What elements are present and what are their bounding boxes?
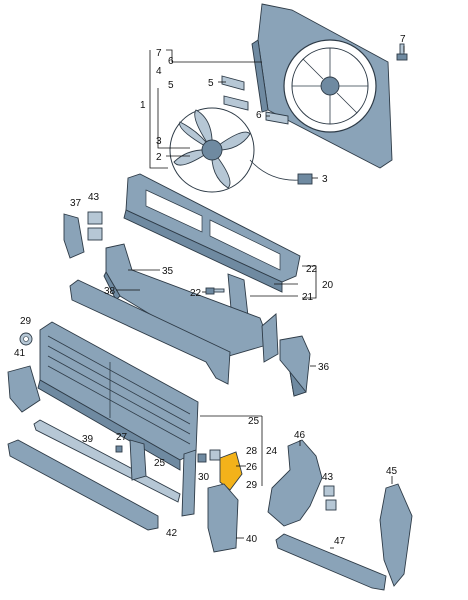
screw-22	[205, 287, 225, 295]
grommet-29	[19, 332, 33, 346]
bar-39	[33, 419, 181, 503]
callout-1: 1	[140, 100, 146, 111]
callouts: 7 6 4 5 1 3 2 5 6 7 3 43 37 35 22 20 21 …	[14, 34, 406, 547]
callout-25: 25	[248, 416, 260, 427]
callout-20: 20	[322, 280, 334, 291]
bracket-41	[7, 365, 41, 413]
callout-7b: 7	[400, 34, 406, 45]
callout-47: 47	[334, 536, 346, 547]
clips-27	[115, 439, 147, 481]
callout-24: 24	[266, 446, 278, 457]
callout-3: 3	[156, 136, 162, 147]
callout-22: 22	[306, 264, 318, 275]
callout-5b: 5	[208, 78, 214, 89]
seal-38	[69, 279, 231, 385]
callout-25b: 25	[154, 458, 166, 469]
callout-45: 45	[386, 466, 398, 477]
callout-2: 2	[156, 152, 162, 163]
callout-36: 36	[318, 362, 330, 373]
leader-lines	[116, 46, 405, 549]
bracket-45	[379, 483, 413, 587]
callout-26: 26	[246, 462, 258, 473]
callout-39: 39	[82, 434, 94, 445]
callout-42: 42	[166, 528, 178, 539]
callout-5: 5	[168, 80, 174, 91]
callout-21: 21	[302, 292, 314, 303]
bolt-7	[396, 43, 408, 61]
callout-7: 7	[156, 48, 162, 59]
callout-38: 38	[104, 286, 116, 297]
bracket-40	[207, 483, 239, 553]
callout-43b: 43	[322, 472, 334, 483]
callout-6b: 6	[256, 110, 262, 121]
callout-6: 6	[168, 56, 174, 67]
callout-35: 35	[162, 266, 174, 277]
callout-37: 37	[70, 198, 82, 209]
callout-29: 29	[20, 316, 32, 327]
clips-43-lower	[323, 485, 337, 511]
bracket-right	[261, 313, 279, 363]
callout-3b: 3	[322, 174, 328, 185]
trim-47	[275, 533, 387, 591]
bracket-46	[267, 439, 323, 527]
callout-40: 40	[246, 534, 258, 545]
fan-shroud	[251, 3, 393, 169]
trim-42	[7, 439, 159, 531]
duct-36	[279, 335, 311, 397]
upper-carrier	[123, 173, 301, 293]
callout-22b: 22	[190, 288, 202, 299]
bracket-25	[181, 449, 197, 517]
callout-29b: 29	[246, 480, 258, 491]
callout-46: 46	[294, 430, 306, 441]
callout-28: 28	[246, 446, 258, 457]
callout-43: 43	[88, 192, 100, 203]
fan-wheel	[169, 107, 313, 193]
part-26-highlight	[197, 449, 243, 491]
clips-5-6	[221, 75, 289, 125]
bracket-37	[63, 213, 85, 259]
callout-27: 27	[116, 432, 128, 443]
callout-4: 4	[156, 66, 162, 77]
callout-41: 41	[14, 348, 26, 359]
clips-43-upper	[87, 211, 103, 241]
callout-30: 30	[198, 472, 210, 483]
